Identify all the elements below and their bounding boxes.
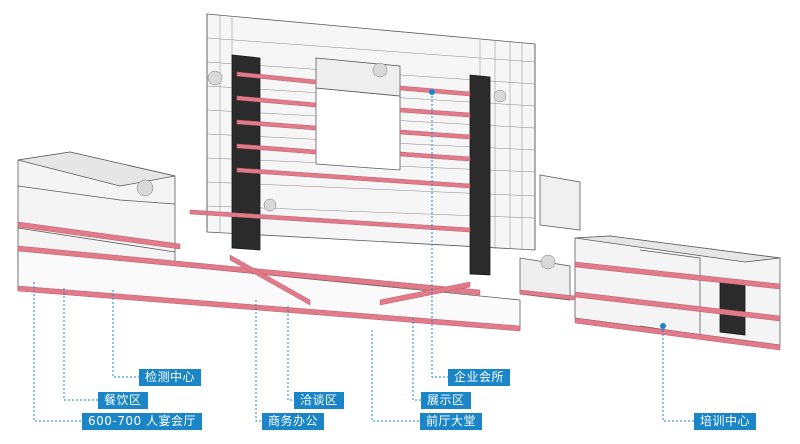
label-exhibition-area: 展示区 — [421, 392, 471, 409]
label-banquet-hall: 600-700 人宴会厅 — [82, 413, 202, 430]
label-enterprise-club: 企业会所 — [448, 369, 511, 386]
floor-slabs — [17, 71, 781, 351]
label-business-office: 商务办公 — [262, 413, 325, 430]
building-linework — [17, 13, 781, 346]
leader-lines — [33, 92, 694, 422]
label-inspection-center: 检测中心 — [139, 369, 202, 386]
leader-dots — [429, 89, 666, 329]
label-negotiation-area: 洽谈区 — [294, 392, 344, 409]
label-training-center: 培训中心 — [694, 413, 757, 430]
label-dining-area: 餐饮区 — [98, 392, 148, 409]
trees — [136, 62, 556, 270]
label-lobby: 前厅大堂 — [420, 413, 483, 430]
